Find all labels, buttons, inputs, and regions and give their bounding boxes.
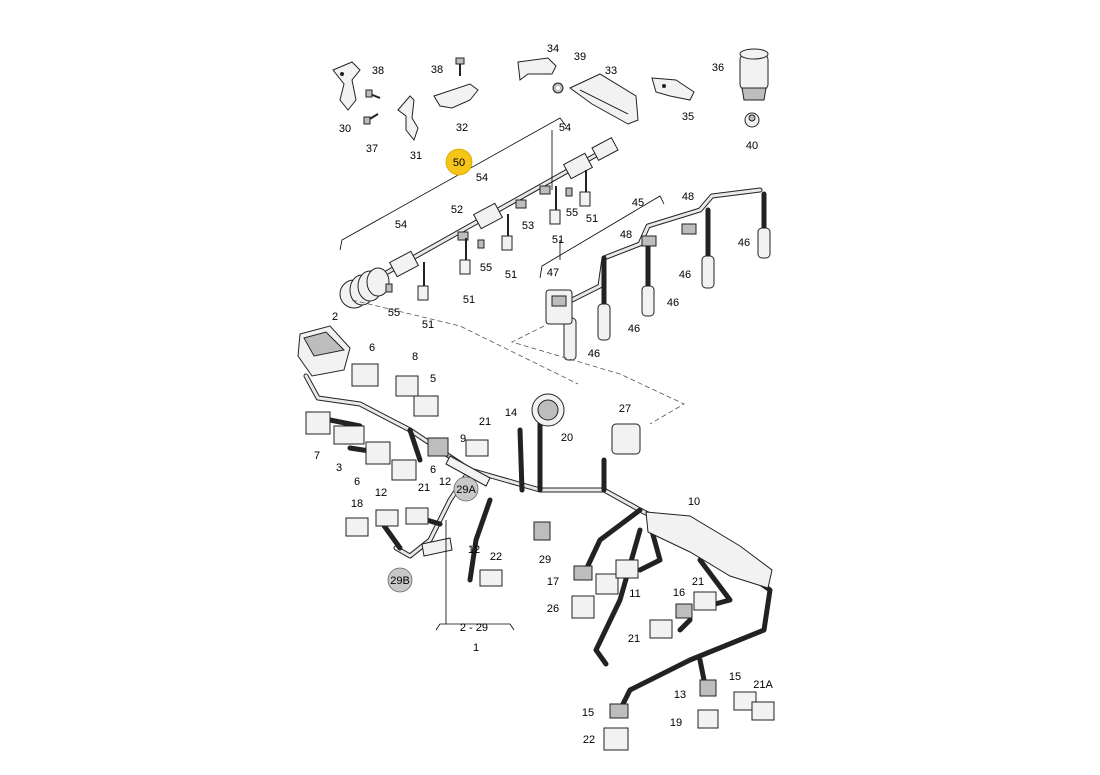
- callout-54b: 54: [476, 172, 488, 184]
- callout-3: 3: [336, 462, 342, 474]
- callout-38b: 38: [431, 64, 443, 76]
- callout-21c: 21: [692, 576, 704, 588]
- callout-26: 26: [547, 603, 559, 615]
- callout-13: 13: [674, 689, 686, 701]
- callout-51c: 51: [505, 269, 517, 281]
- callout-51e: 51: [422, 319, 434, 331]
- callout-48b: 48: [620, 229, 632, 241]
- callout-34: 34: [547, 43, 559, 55]
- callout-47: 47: [547, 267, 559, 279]
- callout-19: 19: [670, 717, 682, 729]
- callout-38a: 38: [372, 65, 384, 77]
- bubble-29A: [453, 476, 479, 502]
- callout-51a: 51: [586, 213, 598, 225]
- bubble-29B: [387, 567, 413, 593]
- callout-51b: 51: [552, 234, 564, 246]
- callout-22a: 22: [490, 551, 502, 563]
- callout-12b: 12: [375, 487, 387, 499]
- callout-6c: 6: [430, 464, 436, 476]
- callout-8: 8: [412, 351, 418, 363]
- callout-29: 29: [539, 554, 551, 566]
- callout-6a: 6: [369, 342, 375, 354]
- callout-31: 31: [410, 150, 422, 162]
- bubble-29A-label: 29A: [456, 484, 476, 496]
- bubble-29B-label: 29B: [390, 575, 410, 587]
- corrugated-sleeve: [339, 267, 390, 309]
- callout-14: 14: [505, 407, 517, 419]
- main-harness-1: [297, 325, 775, 751]
- callout-30: 30: [339, 123, 351, 135]
- callout-46c: 46: [667, 297, 679, 309]
- nut-39: [552, 82, 564, 94]
- callout-40: 40: [746, 140, 758, 152]
- callout-32: 32: [456, 122, 468, 134]
- callout-15a: 15: [729, 671, 741, 683]
- callout-51d: 51: [463, 294, 475, 306]
- callout-53: 53: [522, 220, 534, 232]
- bolt-38a: [365, 89, 381, 99]
- callout-33: 33: [605, 65, 617, 77]
- harness-rail-50: [339, 117, 619, 309]
- callout-55c: 55: [388, 307, 400, 319]
- callout-54a: 54: [559, 122, 571, 134]
- callout-55a: 55: [566, 207, 578, 219]
- callout-37: 37: [366, 143, 378, 155]
- callout-1: 1: [473, 642, 479, 654]
- relay-36: [739, 48, 769, 101]
- callout-21d: 21: [628, 633, 640, 645]
- callout-2: 2: [332, 311, 338, 323]
- callout-2-29: 2 - 29: [460, 622, 488, 634]
- callout-9: 9: [460, 433, 466, 445]
- callout-10: 10: [688, 496, 700, 508]
- callout-46a: 46: [738, 237, 750, 249]
- callout-22b: 22: [583, 734, 595, 746]
- callout-5: 5: [430, 373, 436, 385]
- callout-7: 7: [314, 450, 320, 462]
- ignition-leads-45: [539, 187, 771, 361]
- highlight-callout-50: [445, 148, 473, 176]
- callout-20: 20: [561, 432, 573, 444]
- callout-50: 50: [453, 157, 465, 169]
- callout-45: 45: [632, 197, 644, 209]
- callout-6b: 6: [354, 476, 360, 488]
- bracket-35: [651, 77, 695, 101]
- bracket-30: [332, 61, 361, 111]
- bracket-34: [517, 57, 557, 81]
- callout-11: 11: [629, 588, 640, 600]
- callout-27: 27: [619, 403, 631, 415]
- callout-16: 16: [673, 587, 685, 599]
- callout-21a: 21: [479, 416, 491, 428]
- callout-48a: 48: [682, 191, 694, 203]
- callout-18: 18: [351, 498, 363, 510]
- callout-15b: 15: [582, 707, 594, 719]
- callout-39: 39: [574, 51, 586, 63]
- grommet-40: [744, 112, 760, 128]
- bracket-32: [433, 83, 479, 109]
- callout-46b: 46: [679, 269, 691, 281]
- callout-54c: 54: [395, 219, 407, 231]
- bolt-38b: [455, 57, 465, 76]
- bracket-31: [397, 95, 419, 142]
- callout-21A: 21A: [753, 679, 773, 691]
- callout-17: 17: [547, 576, 559, 588]
- callout-55b: 55: [480, 262, 492, 274]
- callout-52: 52: [451, 204, 463, 216]
- callout-36: 36: [712, 62, 724, 74]
- callout-46d: 46: [628, 323, 640, 335]
- cover-33: [569, 73, 639, 125]
- callout-12c: 12: [468, 544, 480, 556]
- callout-12a: 12: [439, 476, 451, 488]
- callout-21b: 21: [418, 482, 430, 494]
- callout-46e: 46: [588, 348, 600, 360]
- bolt-37: [363, 113, 379, 125]
- callout-35: 35: [682, 111, 694, 123]
